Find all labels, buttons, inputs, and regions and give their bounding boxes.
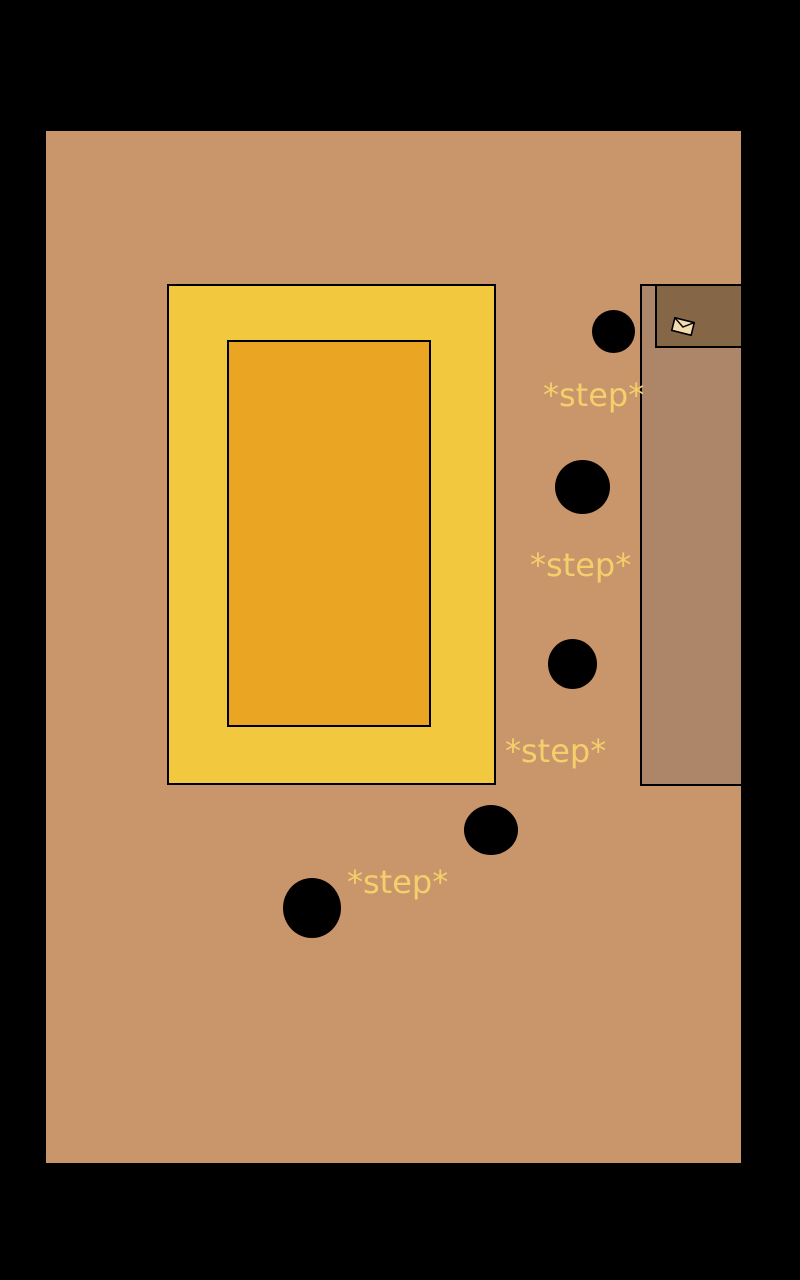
step-label: *step* — [530, 546, 632, 584]
footprint — [555, 460, 610, 514]
rug-inner — [227, 340, 431, 727]
envelope-icon[interactable] — [670, 316, 696, 337]
footprint — [283, 878, 341, 938]
step-label: *step* — [543, 376, 645, 414]
shelf-box — [655, 284, 741, 348]
footprint — [548, 639, 597, 689]
footprint — [464, 805, 518, 855]
footprint — [592, 310, 635, 353]
counter — [640, 284, 741, 786]
step-label: *step* — [505, 732, 607, 770]
step-label: *step* — [347, 863, 449, 901]
